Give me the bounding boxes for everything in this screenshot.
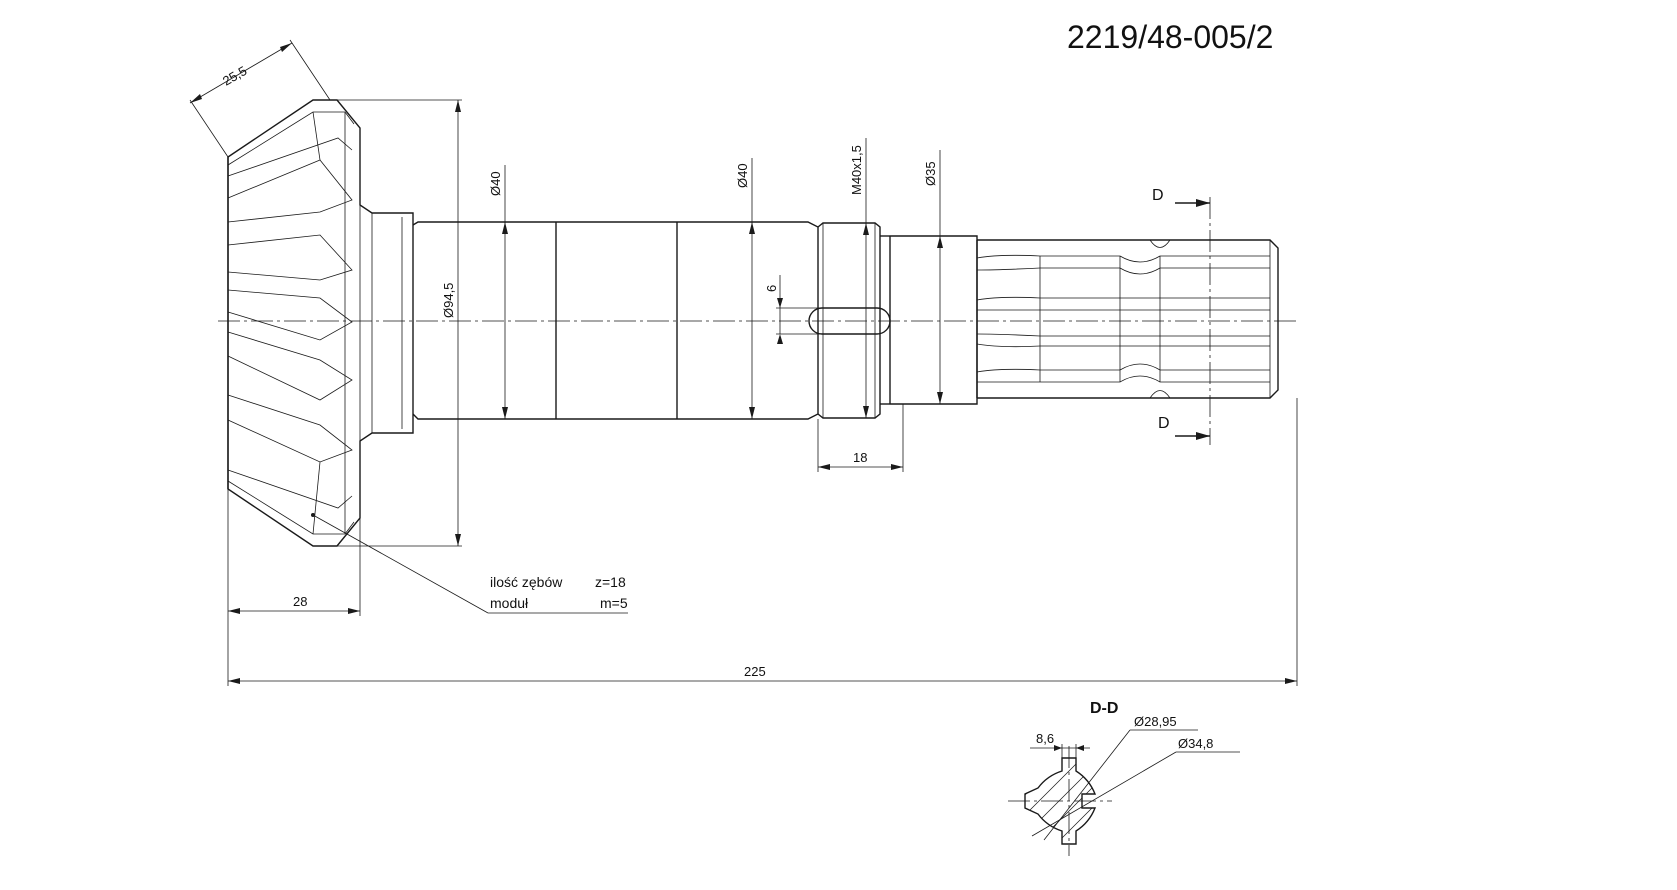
svg-text:Ø28,95: Ø28,95 [1134, 714, 1177, 729]
svg-text:6: 6 [764, 285, 779, 292]
bevel-gear [227, 99, 414, 547]
svg-text:8,6: 8,6 [1036, 731, 1054, 746]
dim-thread: M40x1,5 [849, 138, 869, 418]
gear-note: ilość zębów z=18 moduł m=5 [311, 513, 628, 614]
svg-text:M40x1,5: M40x1,5 [849, 145, 864, 195]
section-view-dd: D-D 8,6 [1008, 700, 1240, 856]
dim-gear-length: 28 [227, 489, 361, 686]
svg-text:18: 18 [853, 450, 867, 465]
svg-text:Ø35: Ø35 [923, 161, 938, 186]
svg-text:25,5: 25,5 [220, 63, 249, 89]
part-number: 2219/48-005/2 [1067, 19, 1273, 55]
dim-bearing-seat-1: Ø40 [488, 165, 508, 419]
svg-text:225: 225 [744, 664, 766, 679]
svg-text:moduł: moduł [490, 595, 529, 611]
section-label-top: D [1152, 187, 1164, 204]
svg-text:ilość zębów: ilość zębów [490, 574, 563, 590]
svg-text:28: 28 [293, 594, 307, 609]
svg-text:Ø34,8: Ø34,8 [1178, 736, 1213, 751]
svg-text:Ø40: Ø40 [735, 163, 750, 188]
dim-gear-diameter: Ø94,5 [337, 99, 462, 547]
svg-text:m=5: m=5 [600, 595, 628, 611]
shaft-body [412, 221, 1279, 420]
svg-text:Ø40: Ø40 [488, 171, 503, 196]
section-label-bottom: D [1158, 415, 1170, 432]
dim-shaft-diameter: Ø35 [923, 150, 943, 404]
dim-total-length: 225 [228, 398, 1298, 686]
dim-bearing-seat-2: Ø40 [735, 158, 755, 419]
section-cut-d: D D [1152, 187, 1211, 445]
dim-face-width: 25,5 [189, 39, 331, 158]
svg-text:z=18: z=18 [595, 574, 626, 590]
dim-slot-width: 6 [764, 275, 822, 344]
svg-text:Ø94,5: Ø94,5 [441, 283, 456, 318]
dim-thread-length: 18 [817, 404, 904, 472]
section-view-title: D-D [1090, 700, 1118, 717]
